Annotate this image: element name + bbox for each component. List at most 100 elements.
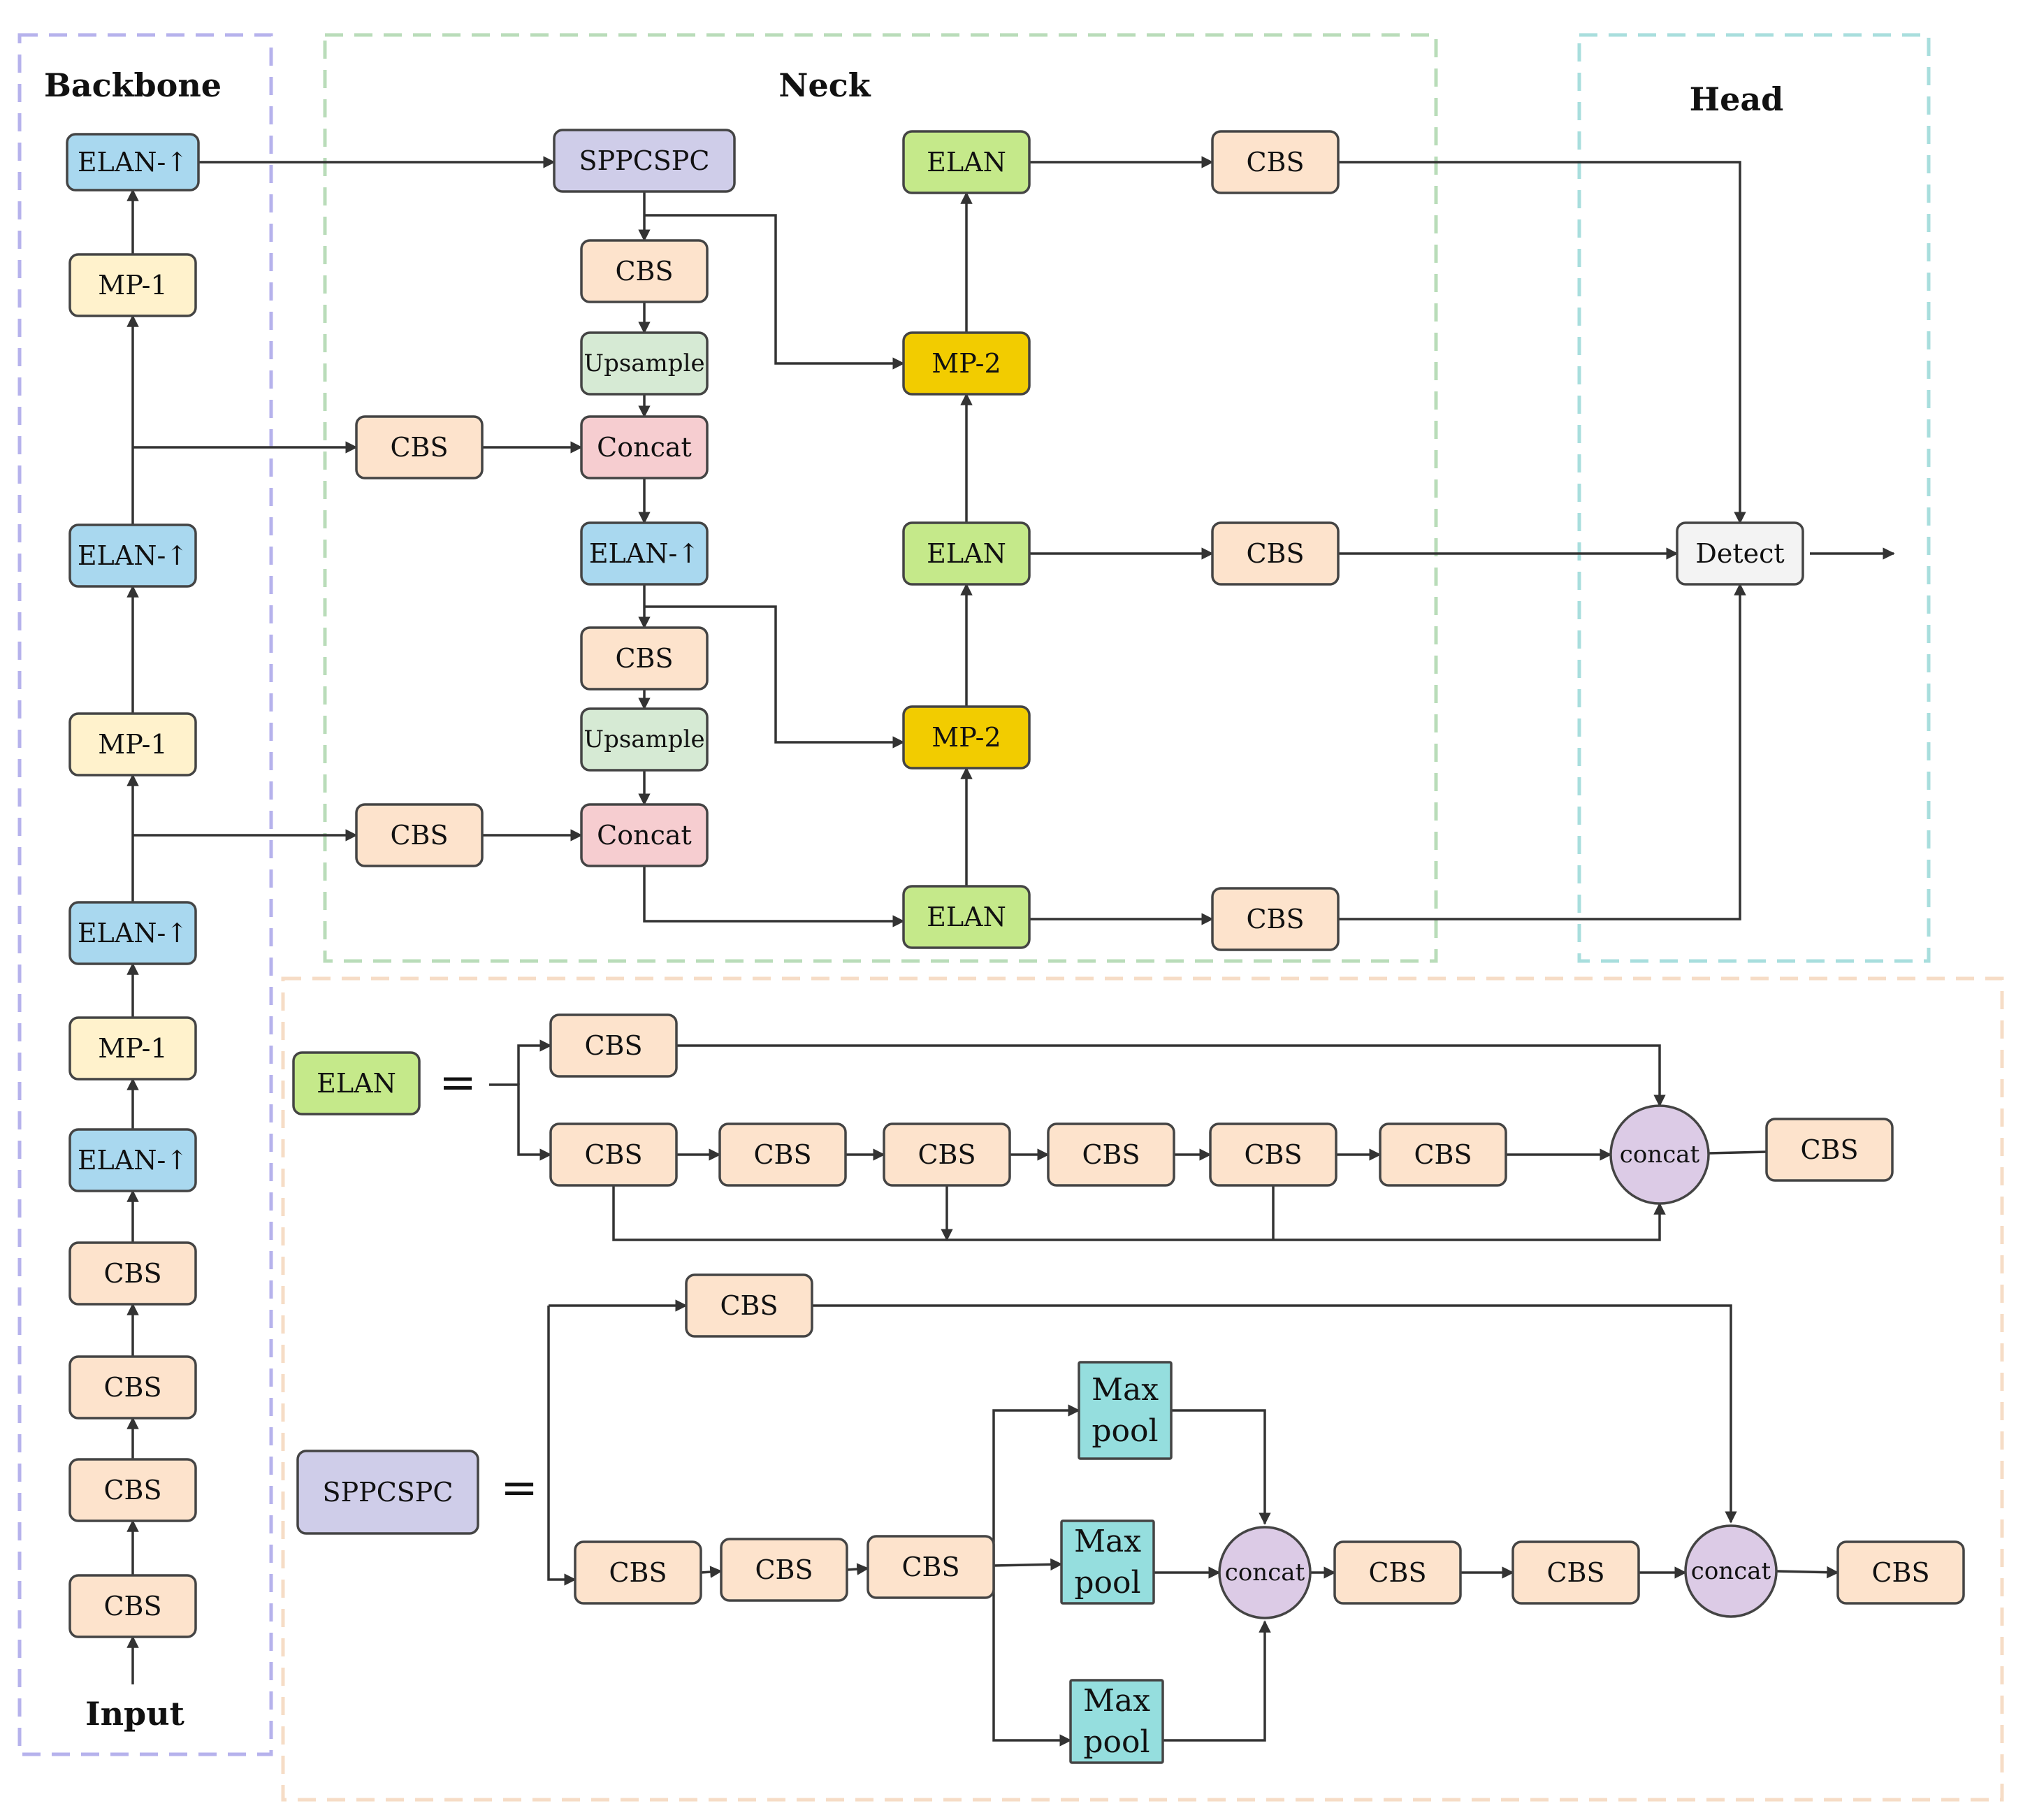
node-sp-concat1: concat <box>1218 1526 1312 1619</box>
node-label: CBS <box>1368 1557 1426 1588</box>
node-shape <box>580 707 709 772</box>
node-shape <box>1676 521 1804 586</box>
node-label: ELAN <box>927 147 1006 178</box>
node-label: CBS <box>584 1030 642 1061</box>
node-label: Detect <box>1695 538 1784 569</box>
node-bb-elan2: ELAN-↑ <box>68 901 197 965</box>
node-shape <box>580 626 709 691</box>
edge-35 <box>1338 583 1746 920</box>
connections <box>126 156 1895 1747</box>
node-label: CBS <box>753 1139 811 1170</box>
node-label: ELAN-↑ <box>78 1145 188 1176</box>
node-shape <box>1609 1104 1710 1205</box>
node-label: ELAN-↑ <box>78 147 188 178</box>
node-label: CBS <box>1546 1557 1604 1588</box>
node-bb-elan3: ELAN-↑ <box>68 523 197 588</box>
node-shape <box>1218 1526 1312 1619</box>
section-frames <box>17 33 2004 1802</box>
node-sp-cbs-out: CBS <box>1836 1540 1965 1605</box>
node-shape <box>68 1574 197 1638</box>
node-label: CBS <box>755 1554 813 1585</box>
node-label: pool <box>1092 1413 1158 1449</box>
node-label: CBS <box>1246 904 1304 934</box>
node-nk-cbs-side2: CBS <box>355 803 484 867</box>
node-shape <box>1209 1122 1337 1187</box>
node-label: ELAN <box>927 902 1006 932</box>
node-nk-sppcspc: SPPCSPC <box>553 129 736 193</box>
node-shape <box>1765 1118 1894 1182</box>
backbone-title: Backbone <box>44 66 222 104</box>
node-shape <box>1211 521 1340 586</box>
edge-37 <box>489 1083 552 1161</box>
node-label: CBS <box>390 432 448 463</box>
node-shape <box>1060 1519 1155 1605</box>
node-label: CBS <box>390 820 448 851</box>
node-nk-mp2-top: MP-2 <box>902 331 1031 396</box>
node-label: ELAN <box>317 1068 396 1099</box>
node-label: CBS <box>615 256 673 287</box>
node-label: CBS <box>1414 1139 1472 1170</box>
edge-59 <box>1163 1620 1271 1742</box>
node-el-cbs6: CBS <box>1379 1122 1507 1187</box>
node-bb-mp1c: MP-1 <box>68 253 197 317</box>
node-nk-mp2-bot: MP-2 <box>902 705 1031 770</box>
edge-33 <box>1338 161 1746 524</box>
edge-25 <box>643 866 905 927</box>
node-label: CBS <box>918 1139 976 1170</box>
node-shape <box>1047 1122 1175 1187</box>
node-bb-cbs1: CBS <box>68 1574 197 1638</box>
node-label: CBS <box>103 1258 161 1289</box>
node-shape <box>66 133 200 192</box>
node-label: concat <box>1620 1141 1700 1169</box>
node-nk-elan-mid: ELAN <box>902 521 1031 586</box>
node-shape <box>1379 1122 1507 1187</box>
node-label: pool <box>1083 1724 1150 1760</box>
node-shape <box>1684 1524 1778 1618</box>
node-bb-mp1b: MP-1 <box>68 712 197 777</box>
node-shape <box>1333 1540 1462 1605</box>
edge-23 <box>644 214 905 370</box>
node-shape <box>296 1450 479 1535</box>
node-nk-elanup: ELAN-↑ <box>580 521 709 586</box>
node-label: CBS <box>1246 147 1304 178</box>
sppcspc-equals-sign: = <box>500 1462 538 1514</box>
node-shape <box>1211 887 1340 951</box>
node-el-cbs4: CBS <box>1047 1122 1175 1187</box>
node-shape <box>292 1051 421 1115</box>
node-hd-cbs-mid: CBS <box>1211 521 1340 586</box>
node-label: MP-2 <box>931 348 1001 379</box>
node-sp-label: SPPCSPC <box>296 1450 479 1535</box>
node-label: Upsample <box>583 725 704 753</box>
node-el-cbs2: CBS <box>718 1122 847 1187</box>
node-label: CBS <box>103 1475 161 1505</box>
node-label: CBS <box>901 1552 959 1582</box>
node-nk-concat1: Concat <box>580 415 709 479</box>
node-label: ELAN-↑ <box>78 918 188 948</box>
node-label: ELAN <box>927 538 1006 569</box>
node-shape <box>355 415 484 479</box>
node-label: pool <box>1074 1565 1140 1601</box>
node-shape <box>1069 1679 1164 1764</box>
node-shape <box>68 712 197 777</box>
node-nk-concat2: Concat <box>580 803 709 867</box>
node-shape <box>1511 1540 1640 1605</box>
node-label: CBS <box>615 643 673 674</box>
node-bb-elan1: ELAN-↑ <box>68 1128 197 1192</box>
node-bb-mp1a: MP-1 <box>68 1016 197 1081</box>
edge-24 <box>644 605 905 749</box>
edge-56 <box>992 1566 1072 1747</box>
frame-detail <box>281 976 2004 1802</box>
input-label: Input <box>85 1695 185 1733</box>
node-bb-cbs3: CBS <box>68 1355 197 1420</box>
node-shape <box>68 1241 197 1306</box>
node-label: MP-2 <box>931 722 1001 753</box>
edge-52 <box>700 1566 723 1578</box>
node-bb-cbs4: CBS <box>68 1241 197 1306</box>
node-sp-cbs5: CBS <box>1511 1540 1640 1605</box>
node-shape <box>68 1355 197 1420</box>
edge-50 <box>547 1306 577 1586</box>
node-shape <box>1078 1361 1173 1460</box>
